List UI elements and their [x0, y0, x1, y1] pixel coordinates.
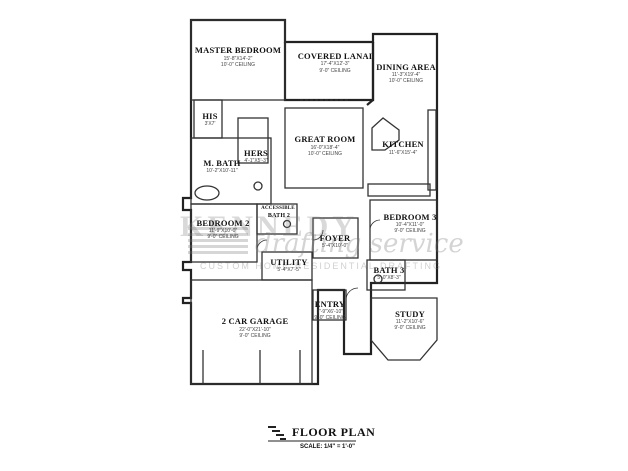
study-dim: 11'-2"X10'-6" — [395, 319, 425, 325]
bedroom3-label: BEDROOM 3 — [383, 212, 437, 222]
his-dim: 3'X7' — [204, 121, 216, 127]
garage-walls — [190, 279, 313, 385]
kitchen-label: KITCHEN — [382, 139, 424, 149]
bath3-label: BATH 3 — [373, 265, 405, 275]
hers-closet — [237, 117, 269, 164]
bath2-sub: ACCESSIBLE — [261, 206, 295, 211]
m-bath-label: M. BATH — [203, 158, 241, 168]
watermark-script: drafting service — [255, 229, 464, 259]
entry-label: ENTRY — [314, 299, 346, 309]
master-bedroom-walls — [190, 19, 286, 101]
watermark-tagline: CUSTOM HOME RESIDENTIAL DRAFTING — [200, 261, 443, 271]
master-bedroom-ceiling: 10'-0" CEILING — [220, 62, 256, 68]
dining-bay — [366, 42, 375, 106]
door-swing-4 — [369, 219, 381, 231]
door-swing-2 — [312, 229, 324, 241]
covered-lanai-dim: 17'-4"X12'-3" — [320, 61, 350, 67]
entry-walls — [312, 289, 347, 321]
bath3-dim: 5'-0"X8'-3" — [377, 275, 401, 281]
watermark-logo-mark — [188, 227, 248, 254]
garage-dim: 22'-0"X21'-10" — [239, 327, 271, 333]
great-room-label: GREAT ROOM — [294, 134, 356, 144]
utility-label: UTILITY — [270, 257, 308, 267]
kitchen-cabinets — [427, 109, 437, 191]
covered-lanai-label: COVERED LANAI — [297, 51, 373, 61]
bedroom2-label: BEDROOM 2 — [196, 218, 250, 228]
great-room-ceiling: 10'-0" CEILING — [307, 151, 343, 157]
garage-label: 2 CAR GARAGE — [221, 316, 289, 326]
master-bedroom-dim: 15'-8"X14'-2" — [223, 56, 253, 62]
hers-label: HERS — [244, 148, 268, 158]
bedroom3-ceiling: 9'-0" CEILING — [394, 228, 426, 234]
door-swing-1 — [256, 239, 268, 251]
plan-title: FLOOR PLAN — [292, 425, 376, 439]
covered-lanai-ceiling: 9'-0" CEILING — [319, 68, 351, 74]
footer-stair-icon — [268, 426, 286, 440]
toilet-bath3 — [373, 274, 383, 284]
study-label: STUDY — [395, 309, 425, 319]
bath2-label: BATH 2 — [267, 213, 291, 219]
dining-area-ceiling: 10'-0" CEILING — [388, 78, 424, 84]
his-label: HIS — [202, 111, 218, 121]
dining-area-label: DINING AREA — [376, 62, 436, 72]
m-bath-dim: 10'-2"X10'-11" — [206, 168, 238, 174]
hers-dim: 4'-1"X5'-3" — [244, 158, 268, 164]
study-bay — [370, 297, 438, 361]
toilet-mbath — [253, 181, 263, 191]
bedroom2-dim: 11'-9"X10'-0" — [208, 228, 238, 234]
great-room-dim: 16'-0"X18'-4" — [310, 145, 340, 151]
plan-scale: SCALE: 1/4" = 1'-0" — [300, 444, 355, 450]
entry-dim: 7'-9"X6'-10" — [316, 309, 344, 315]
kitchen-island — [371, 117, 400, 151]
watermark-brand: KENNEDY — [180, 210, 359, 243]
door-swing-3 — [345, 287, 359, 301]
foyer-walls — [312, 217, 359, 259]
kitchen-counter — [367, 183, 431, 197]
great-room-walls — [284, 107, 364, 189]
dining-area-dim: 11'-3"X19'-4" — [391, 72, 421, 78]
bedroom2-ceiling: 9'-0" CEILING — [207, 234, 239, 240]
tub — [194, 185, 220, 201]
kitchen-dim: 11'-6"X15'-4" — [388, 150, 418, 156]
foyer-dim: 5'-4"X10'-0" — [321, 243, 349, 249]
toilet-bath2 — [282, 219, 292, 229]
entry-ceiling: 9'-0" CEILING — [314, 315, 346, 321]
foyer-label: FOYER — [319, 233, 351, 243]
garage-ceiling: 9'-0" CEILING — [239, 333, 271, 339]
utility-dim: 5'-4"X7'-5" — [277, 267, 301, 273]
bedroom3-dim: 10'-4"X11'-0" — [395, 222, 425, 228]
bath3-walls — [366, 259, 406, 291]
master-bedroom-label: MASTER BEDROOM — [194, 45, 282, 55]
bath2-walls — [256, 203, 298, 235]
study-ceiling: 9'-0" CEILING — [394, 325, 426, 331]
